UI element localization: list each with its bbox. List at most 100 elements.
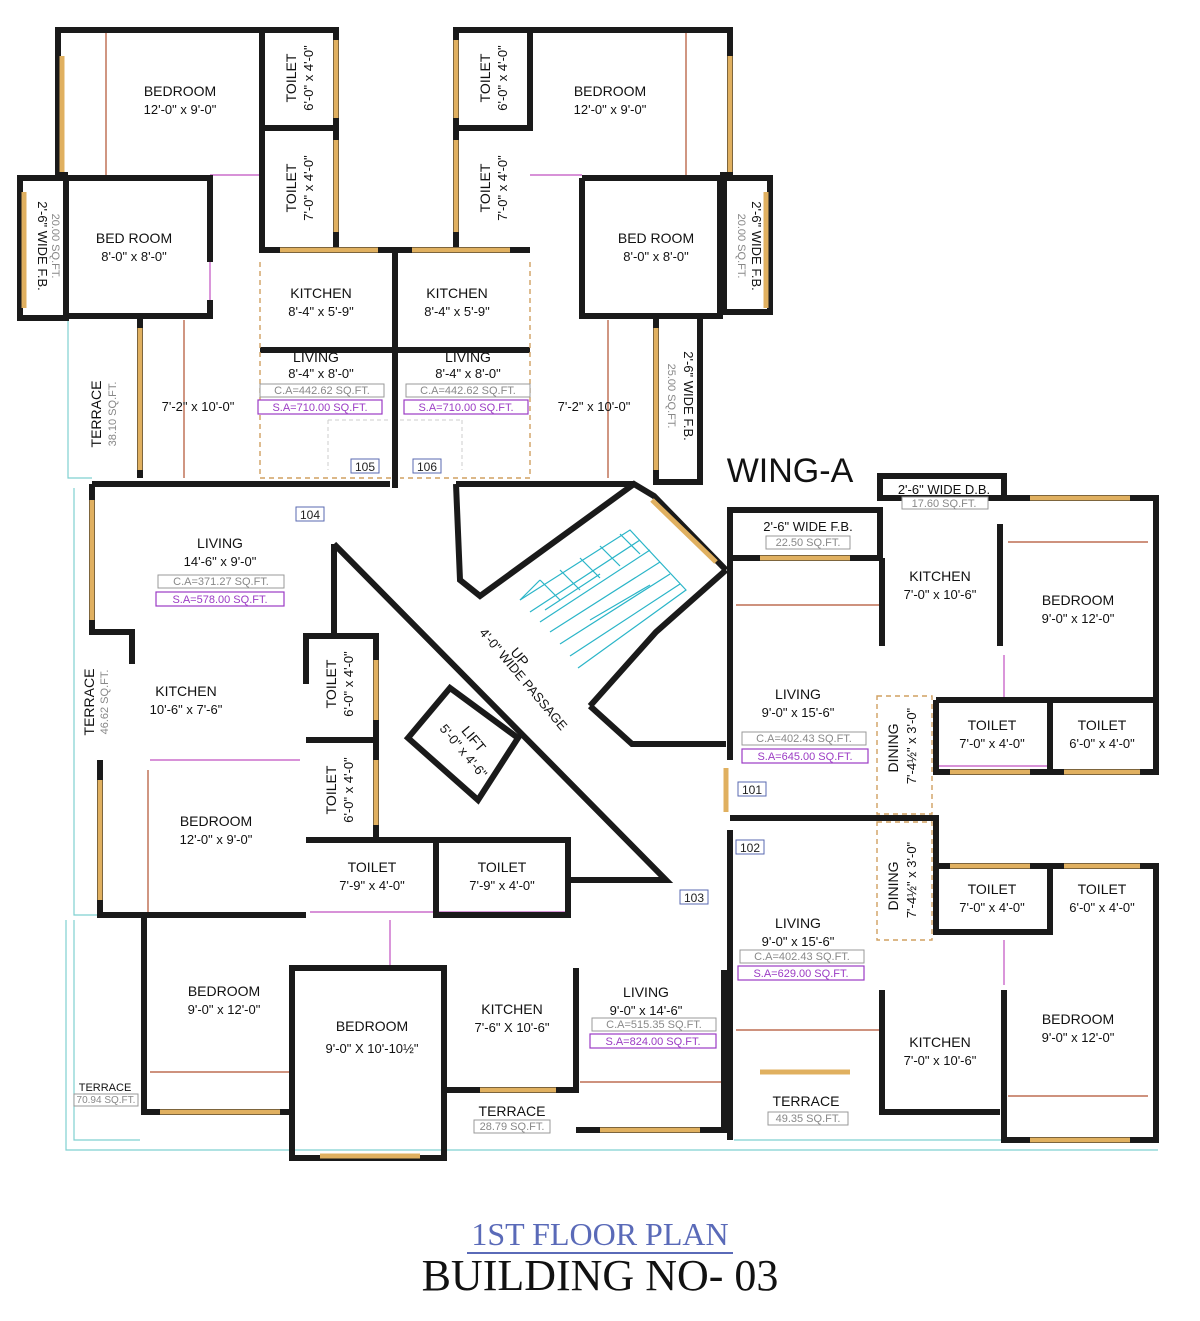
floor-plan: BEDROOM 12'-0" x 9'-0" TOILET 6'-0" x 4'… [17, 27, 1159, 1161]
r105-bed1-dim: 12'-0" x 9'-0" [144, 102, 217, 117]
r101-db-name: 2'-6" WIDE D.B. [898, 482, 990, 497]
r101-fb-area: 22.50 SQ.FT. [776, 537, 841, 549]
plan-title: BUILDING NO- 03 [421, 1251, 779, 1300]
r104-kitchen-dim: 10'-6" x 7'-6" [150, 702, 223, 717]
r103-toilet1-name: TOILET [348, 859, 397, 875]
staircase [519, 529, 687, 669]
r106-room-dim: 7'-2" x 10'-0" [558, 399, 631, 414]
r106-living-ca: C.A=442.62 SQ.FT. [420, 385, 516, 397]
r104-terrace-area: 46.62 SQ.FT. [99, 670, 111, 735]
r101-kitchen-dim: 7'-0" x 10'-6" [904, 587, 977, 602]
wing-label: WING-A [727, 452, 854, 490]
r106-kitchen-dim: 8'-4" x 5'-9" [424, 304, 490, 319]
r102-dining-name: DINING [885, 862, 901, 911]
room-labels: BEDROOM 12'-0" x 9'-0" TOILET 6'-0" x 4'… [35, 45, 1135, 1134]
r105-fb-area: 20.00 SQ.FT. [49, 214, 61, 279]
unit-102: 102 [740, 841, 760, 855]
r103-living-name: LIVING [623, 984, 669, 1000]
r101-living-ca: C.A=402.43 SQ.FT. [756, 733, 852, 745]
r103-living-ca: C.A=515.35 SQ.FT. [606, 1019, 702, 1031]
r102-toilet1-name: TOILET [968, 881, 1017, 897]
r103-bed1-name: BEDROOM [188, 983, 260, 999]
r102-dining-dim: 7'-4½" x 3'-0" [904, 841, 919, 918]
r103-living-sa: S.A=824.00 SQ.FT. [605, 1036, 700, 1048]
r105-living-dim: 8'-4" x 8'-0" [288, 366, 354, 381]
r102-bed-dim: 9'-0" x 12'-0" [1042, 1030, 1115, 1045]
r104-bed-name: BEDROOM [180, 813, 252, 829]
r104-bed-dim: 12'-0" x 9'-0" [180, 832, 253, 847]
r105-living-name: LIVING [293, 349, 339, 365]
r105-kitchen-name: KITCHEN [290, 285, 351, 301]
r105-living-sa: S.A=710.00 SQ.FT. [272, 402, 367, 414]
r102-living-dim: 9'-0" x 15'-6" [762, 934, 835, 949]
r101-kitchen-name: KITCHEN [909, 568, 970, 584]
r104-toilet2-name: TOILET [323, 765, 339, 814]
r106-living-name: LIVING [445, 349, 491, 365]
r101-dining-dim: 7'-4½" x 3'-0" [904, 707, 919, 784]
r105-toilet2-dim: 7'-0" x 4'-0" [301, 155, 316, 221]
r106-toilet2-name: TOILET [477, 163, 493, 212]
r104-living-ca: C.A=371.27 SQ.FT. [173, 576, 269, 588]
r103-kitchen-dim: 7'-6" X 10'-6" [475, 1020, 550, 1035]
r106-fb-area: 20.00 SQ.FT. [735, 214, 747, 279]
r105-bed1-name: BEDROOM [144, 83, 216, 99]
r101-fb-name: 2'-6" WIDE F.B. [763, 519, 852, 534]
r106-toilet2-dim: 7'-0" x 4'-0" [495, 155, 510, 221]
unit-105: 105 [355, 460, 375, 474]
r102-living-ca: C.A=402.43 SQ.FT. [754, 951, 850, 963]
r105-toilet1-dim: 6'-0" x 4'-0" [301, 45, 316, 111]
r106-toilet1-dim: 6'-0" x 4'-0" [495, 45, 510, 111]
r105-fb-name: 2'-6" WIDE F.B. [35, 201, 50, 290]
r102-kitchen-name: KITCHEN [909, 1034, 970, 1050]
r106-fb2-area: 25.00 SQ.FT. [665, 364, 677, 429]
r101-bed-name: BEDROOM [1042, 592, 1114, 608]
unit-103: 103 [684, 891, 704, 905]
unit-104: 104 [300, 508, 320, 522]
r101-living-name: LIVING [775, 686, 821, 702]
r103-terrace2-name: TERRACE [479, 1103, 546, 1119]
r101-living-dim: 9'-0" x 15'-6" [762, 705, 835, 720]
r103-bed2-name: BEDROOM [336, 1018, 408, 1034]
r104-terrace-name: TERRACE [81, 669, 97, 736]
r104-toilet1-name: TOILET [323, 659, 339, 708]
r106-living-sa: S.A=710.00 SQ.FT. [418, 402, 513, 414]
r101-db-area: 17.60 SQ.FT. [912, 498, 977, 510]
r102-toilet2-name: TOILET [1078, 881, 1127, 897]
unit-101: 101 [742, 783, 762, 797]
r104-living-dim: 14'-6" x 9'-0" [184, 554, 257, 569]
terrace-outlines [65, 318, 1158, 1151]
r101-toilet1-name: TOILET [968, 717, 1017, 733]
r104-toilet2-dim: 6'-0" x 4'-0" [341, 757, 356, 823]
unit-106: 106 [417, 460, 437, 474]
r104-living-name: LIVING [197, 535, 243, 551]
windows [21, 40, 1140, 1159]
r106-bed1-name: BEDROOM [574, 83, 646, 99]
r102-kitchen-dim: 7'-0" x 10'-6" [904, 1053, 977, 1068]
r105-toilet2-name: TOILET [283, 163, 299, 212]
r102-bed-name: BEDROOM [1042, 1011, 1114, 1027]
r105-terrace-area: 38.10 SQ.FT. [107, 382, 119, 447]
r101-bed-dim: 9'-0" x 12'-0" [1042, 611, 1115, 626]
r102-living-sa: S.A=629.00 SQ.FT. [753, 968, 848, 980]
r106-kitchen-name: KITCHEN [426, 285, 487, 301]
divider-lines [105, 30, 1148, 1097]
r103-toilet2-name: TOILET [478, 859, 527, 875]
r102-terrace-name: TERRACE [773, 1093, 840, 1109]
r101-toilet1-dim: 7'-0" x 4'-0" [959, 736, 1025, 751]
r103-terrace1-area: 70.94 SQ.FT. [77, 1095, 136, 1106]
r105-room-dim: 7'-2" x 10'-0" [162, 399, 235, 414]
r103-terrace2-area: 28.79 SQ.FT. [480, 1121, 545, 1133]
r106-living-dim: 8'-4" x 8'-0" [435, 366, 501, 381]
r101-toilet2-dim: 6'-0" x 4'-0" [1069, 736, 1135, 751]
r106-toilet1-name: TOILET [477, 53, 493, 102]
r105-kitchen-dim: 8'-4" x 5'-9" [288, 304, 354, 319]
r102-toilet1-dim: 7'-0" x 4'-0" [959, 900, 1025, 915]
r101-dining-name: DINING [885, 724, 901, 773]
r105-terrace-name: TERRACE [88, 381, 104, 448]
unit-tags: 101 102 103 104 105 106 [295, 458, 767, 905]
r103-bed2-dim: 9'-0" X 10'-10½" [326, 1041, 419, 1056]
r103-kitchen-name: KITCHEN [481, 1001, 542, 1017]
plan-subtitle-text: 1ST FLOOR PLAN [467, 1216, 733, 1254]
r106-bed2-dim: 8'-0" x 8'-0" [623, 249, 689, 264]
r105-living-ca: C.A=442.62 SQ.FT. [274, 385, 370, 397]
